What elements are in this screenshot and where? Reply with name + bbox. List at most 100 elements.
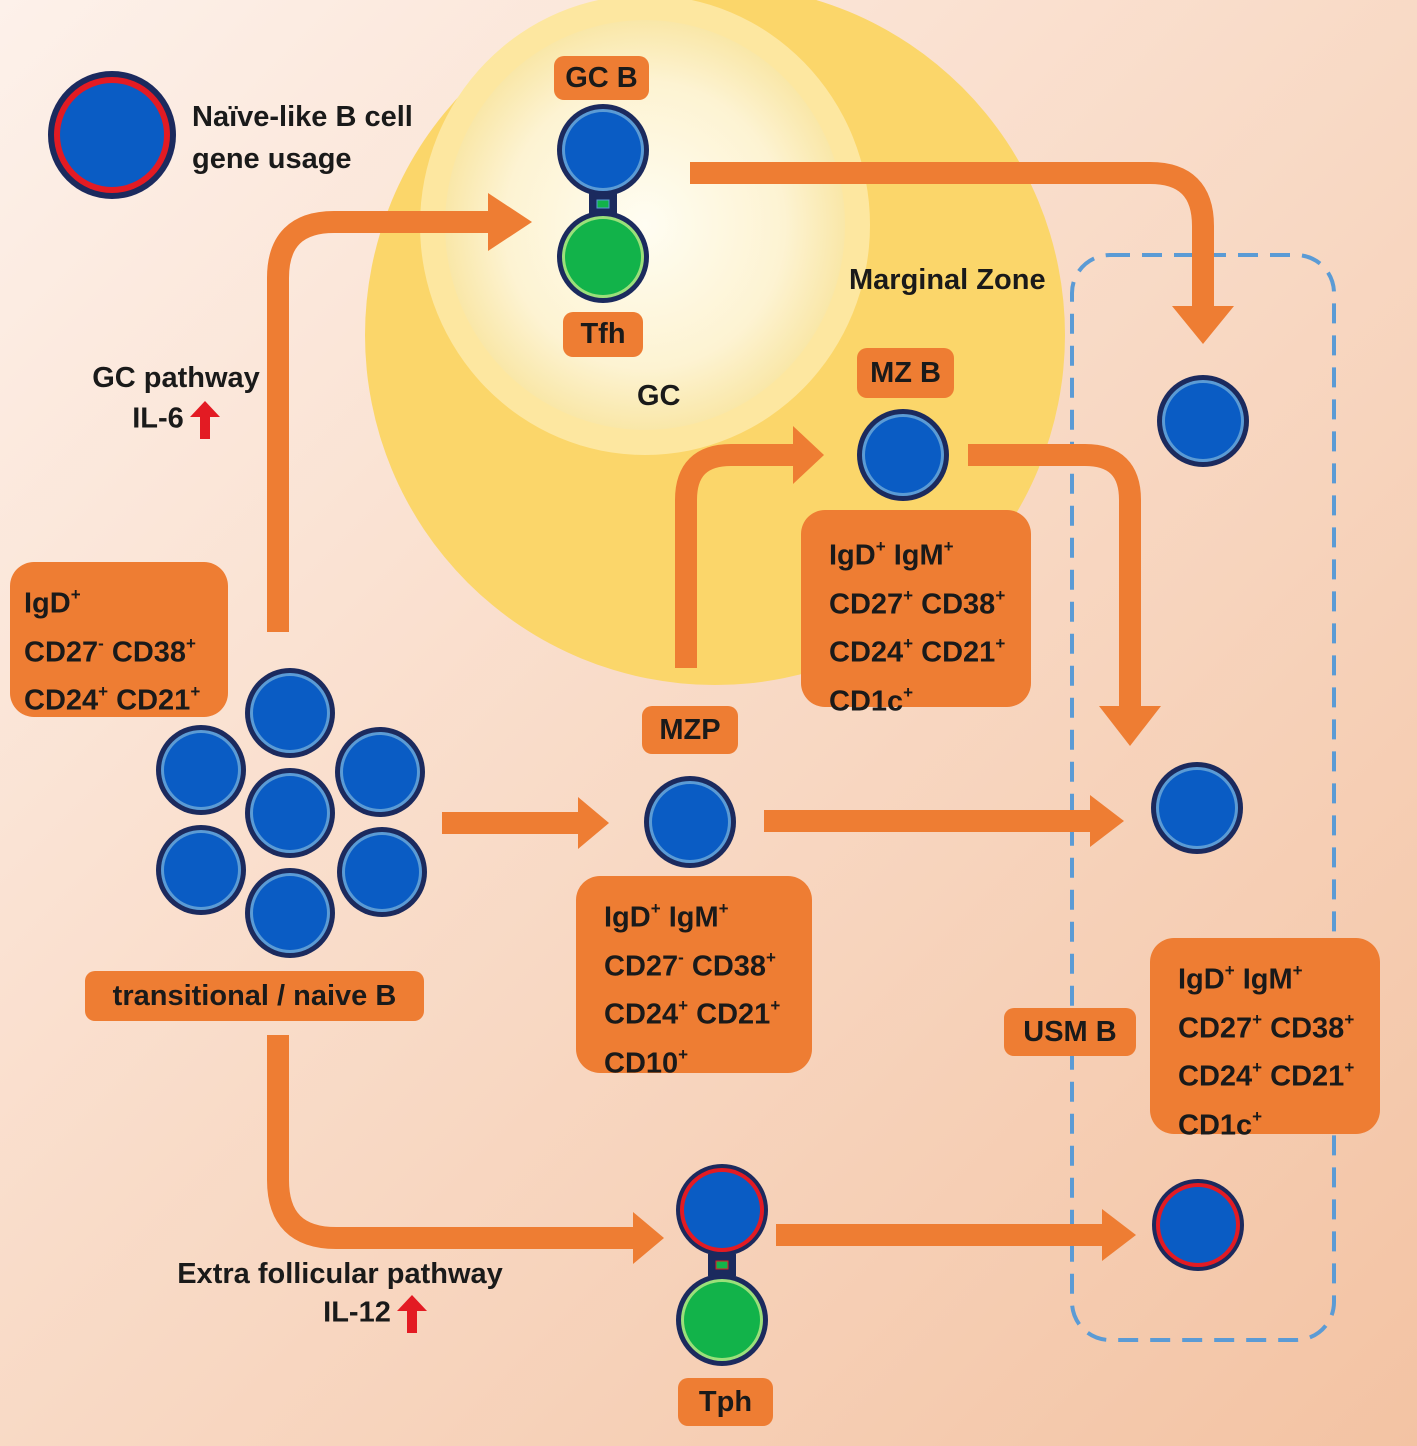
gc-zone-label: GC (637, 380, 681, 412)
arrowhead-mzb (793, 426, 824, 484)
usm-b-cell-from-mz (1151, 762, 1243, 854)
marker: CD24 (604, 998, 679, 1031)
naive-cell-6 (337, 827, 427, 917)
gc-b-cell (557, 104, 649, 196)
marker: CD38 (921, 588, 996, 621)
transitional-phenotype-box: IgD+CD27- CD38+CD24+ CD21+ (10, 562, 228, 717)
germinal-center-area (445, 20, 845, 430)
naive-cell-3 (335, 727, 425, 817)
usm-b-label: USM B (1004, 1008, 1136, 1056)
marker-sign: + (1252, 1009, 1263, 1029)
marker-sign: - (678, 947, 684, 967)
marker-row: CD24+ CD21+ (604, 987, 812, 1036)
marker-row: CD24+ CD21+ (1178, 1049, 1380, 1098)
marker-sign: + (1344, 1058, 1355, 1078)
up-arrow-icon (396, 1295, 427, 1333)
tph-label: Tph (678, 1378, 773, 1426)
legend-text: Naïve-like B cell gene usage (192, 96, 413, 180)
marker-sign: + (995, 634, 1006, 654)
marker-sign: + (766, 947, 776, 967)
marker-sign: + (186, 633, 196, 653)
marker-sign: - (98, 633, 104, 653)
mz-b-label: MZ B (857, 348, 954, 398)
marker-row: CD27+ CD38+ (829, 577, 1031, 626)
marker: CD38 (111, 636, 187, 669)
extrafollicular-pathway-label: Extra follicular pathway IL-12 (165, 1258, 515, 1333)
mz-b-cell (857, 409, 949, 501)
naive-cell-4 (245, 768, 335, 858)
marker-sign: + (1252, 1106, 1263, 1126)
marker-sign: + (678, 1044, 689, 1064)
marker: CD24 (24, 684, 99, 717)
naive-cell-2 (156, 725, 246, 815)
marker-sign: + (903, 634, 914, 654)
marker-sign: + (1252, 1058, 1263, 1078)
marker-sign: + (190, 682, 201, 702)
marker: CD21 (1270, 1060, 1345, 1093)
arrowhead-tph (633, 1212, 664, 1264)
marker-sign: + (98, 682, 109, 702)
marker: CD1c (1178, 1109, 1253, 1142)
marker-row: IgD+ IgM+ (604, 890, 812, 939)
marker: CD27 (24, 636, 99, 669)
gc-pathway-title: GC pathway (92, 362, 260, 394)
marker: CD24 (1178, 1060, 1253, 1093)
legend-line-1: Naïve-like B cell (192, 101, 413, 133)
marker-sign: + (875, 537, 886, 556)
marker: IgD (1178, 963, 1225, 996)
arrow-heads (488, 193, 1234, 1264)
extrafollicular-cytokine-row: IL-12 (165, 1295, 515, 1333)
tph-synapse (708, 1254, 736, 1276)
marker: IgM (893, 539, 944, 572)
arrow-mzb-to-usm (968, 444, 1141, 712)
legend-line-2: gene usage (192, 143, 352, 175)
up-arrow-icon (189, 401, 220, 439)
arrow-shafts (267, 162, 1214, 1249)
marker-row: IgD+ (24, 576, 228, 625)
transitional-naive-label: transitional / naive B (85, 971, 424, 1021)
legend-naive-like-cell (48, 71, 176, 199)
marker: CD1c (829, 685, 904, 718)
marker: CD21 (116, 684, 191, 717)
extrafollicular-cytokine: IL-12 (323, 1296, 391, 1329)
marker-row: CD27- CD38+ (604, 939, 812, 988)
marker-sign: + (943, 537, 954, 556)
marker-row: CD1c+ (1178, 1098, 1380, 1147)
arrowhead-mzp-usm (1090, 795, 1124, 847)
marker: CD21 (696, 998, 771, 1031)
marker: IgM (668, 901, 719, 934)
marker: CD10 (604, 1047, 679, 1080)
tfh-label: Tfh (563, 312, 643, 357)
mzp-phenotype-box: IgD+ IgM+CD27- CD38+CD24+ CD21+CD10+ (576, 876, 812, 1080)
usm-b-region (1070, 253, 1336, 1342)
mz-b-phenotype-box: IgD+ IgM+CD27+ CD38+CD24+ CD21+CD1c+ (801, 510, 1031, 718)
marker-sign: + (995, 585, 1006, 605)
marker-sign: + (718, 899, 729, 918)
tfh-cell (557, 211, 649, 303)
marker: CD27 (829, 588, 904, 621)
marker: CD27 (604, 950, 679, 983)
marker-row: CD1c+ (829, 674, 1031, 723)
marker: CD38 (691, 950, 767, 983)
arrowhead-gc (488, 193, 532, 251)
marker-sign: + (650, 899, 661, 918)
mzp-label: MZP (642, 706, 738, 754)
marker-sign: + (1224, 961, 1235, 980)
marker: CD24 (829, 636, 904, 669)
marker-row: IgD+ IgM+ (1178, 952, 1380, 1001)
ef-b-cell (676, 1164, 768, 1256)
arrowhead-mzb-usm (1099, 706, 1161, 746)
arrowhead-mzp (578, 797, 609, 849)
marker-sign: + (678, 996, 689, 1016)
mzp-cell (644, 776, 736, 868)
marker-row: CD24+ CD21+ (829, 625, 1031, 674)
marker: IgD (604, 901, 651, 934)
marker-row: CD24+ CD21+ (24, 673, 228, 722)
gc-pathway-label: GC pathway IL-6 (86, 362, 266, 439)
gc-synapse (589, 193, 617, 215)
extrafollicular-title: Extra follicular pathway (177, 1258, 503, 1290)
arrow-gcb-to-usm (690, 162, 1214, 312)
arrow-extrafollicular (267, 1035, 640, 1249)
